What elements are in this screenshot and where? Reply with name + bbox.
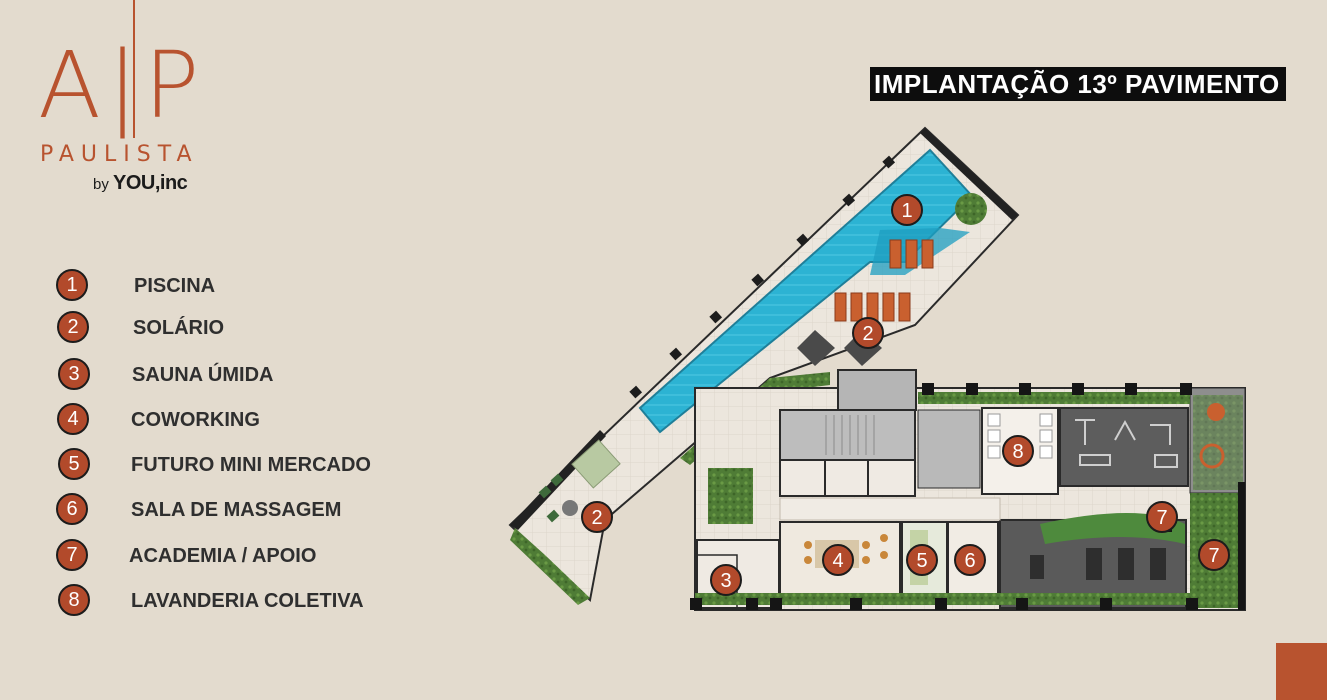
marker-label: 7 [1208, 545, 1219, 567]
corner-accent-block [1276, 643, 1327, 700]
pool-wing [508, 126, 1020, 605]
marker-coworking[interactable]: 4 [822, 544, 854, 576]
marker-label: 5 [916, 550, 927, 572]
marker-label: 1 [901, 200, 912, 222]
legend-label: PISCINA [134, 275, 216, 297]
marker-mini-mercado[interactable]: 5 [906, 544, 938, 576]
marker-label: 2 [591, 507, 602, 529]
legend-badge: 4 [57, 403, 89, 435]
logo-brand: YOU,inc [113, 172, 188, 194]
legend-label: SOLÁRIO [133, 317, 225, 339]
marker-solario[interactable]: 2 [852, 317, 884, 349]
plan-markers: 1 2 2 3 4 5 6 7 [581, 194, 1230, 596]
logo-divider [133, 0, 135, 138]
logo-wordmark: PAULISTA [40, 142, 199, 167]
logo-letters: A|P [38, 32, 206, 139]
legend-label: SAUNA ÚMIDA [132, 364, 274, 386]
page-title: IMPLANTAÇÃO 13º PAVIMENTO [870, 67, 1286, 101]
marker-label: 3 [720, 570, 731, 592]
marker-label: 7 [1156, 507, 1167, 529]
marker-label: 4 [832, 550, 843, 572]
marker-lavanderia[interactable]: 8 [1002, 435, 1034, 467]
logo-by-text: by [93, 176, 109, 193]
logo: A|P PAULISTA by YOU,inc [38, 0, 228, 200]
legend-badge: 3 [58, 358, 90, 390]
legend-badge: 7 [56, 539, 88, 571]
legend-label: LAVANDERIA COLETIVA [131, 590, 364, 612]
marker-label: 8 [1012, 441, 1023, 463]
marker-academia-apoio[interactable]: 7 [1198, 539, 1230, 571]
legend-badge: 1 [56, 269, 88, 301]
marker-massagem[interactable]: 6 [954, 544, 986, 576]
marker-piscina[interactable]: 1 [891, 194, 923, 226]
marker-label: 2 [862, 323, 873, 345]
marker-academia[interactable]: 7 [1146, 501, 1178, 533]
marker-sauna[interactable]: 3 [710, 564, 742, 596]
legend-label: FUTURO MINI MERCADO [131, 454, 371, 476]
main-block [690, 369, 1246, 611]
legend-label: COWORKING [131, 409, 260, 431]
legend-badge: 6 [56, 493, 88, 525]
legend-label: SALA DE MASSAGEM [131, 499, 342, 521]
marker-label: 6 [964, 550, 975, 572]
legend-label: ACADEMIA / APOIO [129, 545, 317, 567]
legend-badge: 5 [58, 448, 90, 480]
logo-byline: by YOU,inc [93, 172, 188, 195]
legend-badge: 2 [57, 311, 89, 343]
marker-solario-lower[interactable]: 2 [581, 501, 613, 533]
legend-badge: 8 [58, 584, 90, 616]
